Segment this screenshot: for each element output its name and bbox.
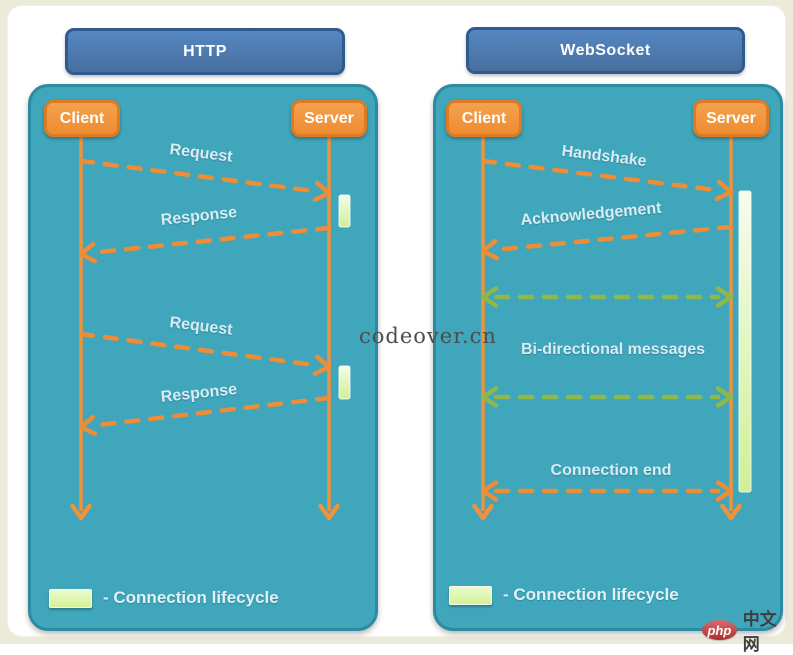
http-legend-label: - Connection lifecycle [103,588,279,607]
server-lifeline-end-arrow-icon [720,503,742,521]
client-lifeline-end-arrow-icon [472,503,494,521]
acknowledgement-arrow-line [491,224,734,253]
response-arrowhead-icon [78,414,98,437]
websocket-server-label: Server [706,109,756,127]
websocket-legend: - Connection lifecycle [449,585,679,605]
site-logo-text: 中文网 [742,610,777,654]
request-arrow-line [78,158,321,194]
http-sequence-diagram [70,137,351,521]
client-lifeline-end-arrow-icon [70,503,92,521]
request-arrow-line [78,331,321,368]
http-panel: Client Server Request Response Request R… [28,84,378,631]
server-activation-bar [338,365,351,400]
websocket-client-box: Client [446,100,522,137]
http-client-box: Client [44,100,120,137]
connection-lifecycle-swatch-icon [449,585,492,605]
request-arrowhead-icon [312,354,332,376]
watermark: codeover.cn [359,324,497,348]
websocket-panel: Client Server Handshake Acknowledgement … [433,84,783,631]
response-arrow-line [89,395,332,429]
response-arrow-line [89,225,332,256]
server-activation-bar [338,194,351,228]
bidirectional-arrowhead-icon [480,286,499,308]
acknowledgement-arrowhead-icon [480,239,500,261]
message-label-bidirectional: Bi-directional messages [520,341,706,358]
connection-end-arrowhead-icon [480,480,499,502]
message-label-connection-end: Connection end [550,462,672,479]
handshake-arrow-line [480,158,723,193]
bidirectional-arrowhead-icon [715,386,734,408]
connection-end-arrowhead-icon [715,480,734,502]
websocket-client-label: Client [461,109,507,127]
http-title: HTTP [183,42,227,60]
http-server-box: Server [291,100,367,137]
bidirectional-arrowhead-icon [715,286,734,308]
websocket-title: WebSocket [560,41,651,59]
connection-lifecycle-swatch-icon [49,588,92,608]
http-server-label: Server [304,109,354,127]
websocket-title-bar: WebSocket [466,27,745,74]
request-arrowhead-icon [312,180,332,203]
response-arrowhead-icon [78,241,98,264]
http-title-bar: HTTP [65,28,345,75]
php-logo-icon: php [702,620,737,640]
websocket-sequence-diagram [472,137,752,521]
site-logo: php 中文网 [702,605,785,655]
handshake-arrowhead-icon [714,179,734,202]
http-legend: - Connection lifecycle [49,588,279,608]
server-lifeline-end-arrow-icon [318,503,340,521]
http-client-label: Client [59,109,105,127]
bidirectional-arrowhead-icon [480,386,499,408]
websocket-legend-label: - Connection lifecycle [503,585,679,604]
websocket-server-box: Server [693,100,769,137]
diagram-card: HTTP WebSocket [8,6,785,654]
server-activation-bar [738,190,752,493]
